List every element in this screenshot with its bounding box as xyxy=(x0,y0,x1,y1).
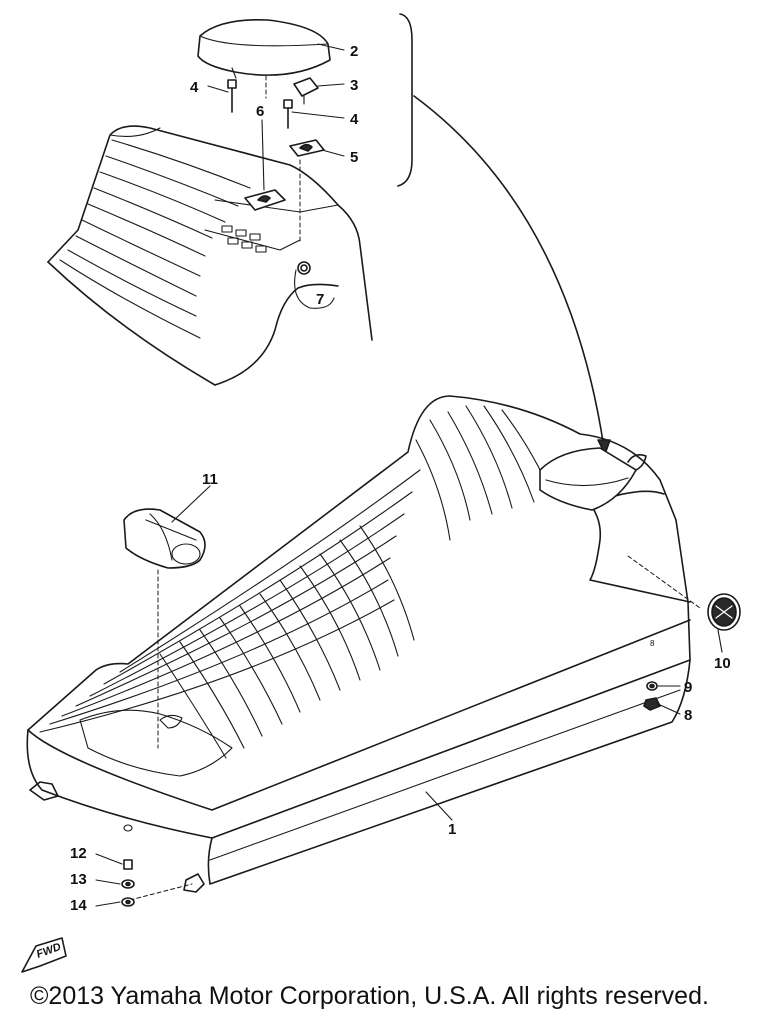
rear-seat-detail-inset xyxy=(47,125,373,386)
bolt-part-4-left xyxy=(227,79,237,113)
latch-part-5 xyxy=(289,139,325,157)
callout-4a: 4 xyxy=(190,79,199,96)
callout-11: 11 xyxy=(202,471,218,488)
callout-5: 5 xyxy=(350,149,358,166)
group-bracket xyxy=(397,13,413,187)
callout-9: 9 xyxy=(684,679,692,696)
callout-4b: 4 xyxy=(350,111,359,128)
callout-6: 6 xyxy=(256,103,264,120)
main-seat-part-1: 8 xyxy=(26,395,691,893)
fwd-arrow-indicator: FWD xyxy=(21,937,67,973)
bolt-part-4-right xyxy=(283,99,293,129)
washer-part-9 xyxy=(646,681,658,691)
cap-part-2 xyxy=(197,19,331,79)
bolt-part-12 xyxy=(123,859,133,870)
bracket-part-3 xyxy=(293,77,319,105)
callout-7: 7 xyxy=(316,291,324,308)
svg-text:8: 8 xyxy=(650,639,655,648)
seat-exploded-diagram: 8 xyxy=(21,13,741,973)
emblem-part-10 xyxy=(707,593,741,631)
washer-part-14 xyxy=(121,897,135,907)
copyright-notice: ©2013 Yamaha Motor Corporation, U.S.A. A… xyxy=(30,982,709,1010)
callout-14: 14 xyxy=(70,897,87,914)
callout-10: 10 xyxy=(714,655,731,672)
callout-8: 8 xyxy=(684,707,692,724)
callout-1: 1 xyxy=(448,821,456,838)
washer-part-13 xyxy=(121,879,135,889)
tool-bag-part-11 xyxy=(123,508,206,569)
nut-part-8 xyxy=(643,697,661,711)
assembly-arrow xyxy=(413,95,611,455)
latch-part-6 xyxy=(244,189,286,211)
callout-3: 3 xyxy=(350,77,358,94)
callout-13: 13 xyxy=(70,871,87,888)
callout-2: 2 xyxy=(350,43,358,60)
grommet-part-7 xyxy=(294,261,335,309)
callout-12: 12 xyxy=(70,845,87,862)
